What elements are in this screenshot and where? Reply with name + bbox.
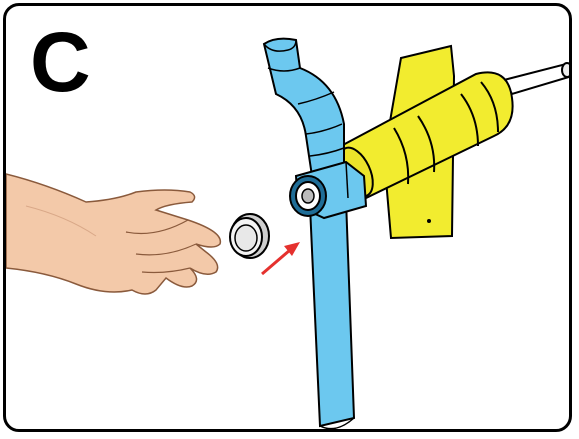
bolt-hole	[290, 176, 326, 216]
instruction-panel: C	[3, 3, 572, 432]
blue-tube	[264, 39, 366, 429]
metal-rod	[504, 63, 572, 94]
yellow-frame	[332, 46, 512, 238]
assembly-illustration	[6, 6, 572, 432]
end-cap-icon	[230, 214, 269, 258]
hand-icon	[6, 174, 220, 294]
